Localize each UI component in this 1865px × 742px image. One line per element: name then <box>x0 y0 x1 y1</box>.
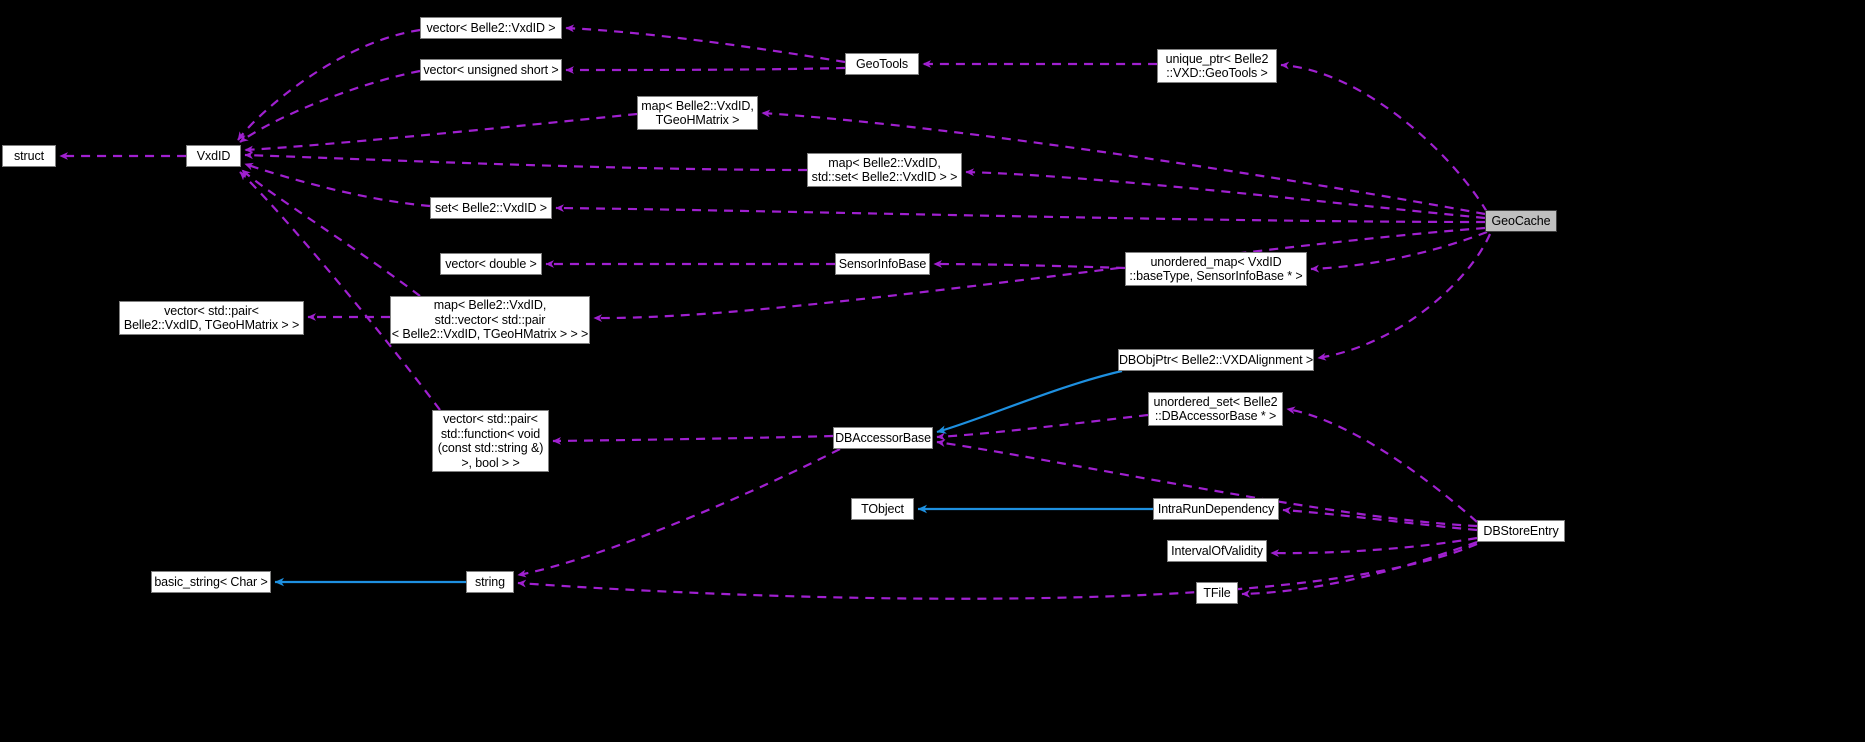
edge-geocache-to-set_vxdid <box>555 204 1486 224</box>
node-vec_pair_vxdid[interactable]: vector< std::pair< Belle2::VxdID, TGeoHM… <box>119 301 304 335</box>
edge-dbaccessorbase-to-string <box>517 448 841 578</box>
edge-map_vxdid_tgeo-to-vxdid <box>244 112 638 154</box>
node-label: map< Belle2::VxdID, TGeoHMatrix > <box>641 98 754 128</box>
edge-dbobjptr-to-dbaccessorbase <box>936 369 1123 434</box>
node-label: vector< Belle2::VxdID > <box>426 20 556 35</box>
node-label: vector< std::pair< std::function< void (… <box>437 412 544 470</box>
edge-geocache-to-map_vxdid_vecpair <box>593 226 1486 322</box>
node-vec_ushort[interactable]: vector< unsigned short > <box>420 59 562 81</box>
edge-dbaccessorbase-to-vec_pair_func <box>552 434 834 445</box>
node-string[interactable]: string <box>466 571 514 593</box>
node-label: unordered_map< VxdID ::baseType, SensorI… <box>1129 254 1303 284</box>
node-vec_double[interactable]: vector< double > <box>440 253 542 275</box>
node-label: DBAccessorBase <box>835 430 931 445</box>
node-intervalofval[interactable]: IntervalOfValidity <box>1167 540 1267 562</box>
node-label: vector< double > <box>445 256 537 271</box>
node-dbaccessorbase[interactable]: DBAccessorBase <box>833 427 933 449</box>
edge-geocache-to-unique_ptr_gt <box>1280 61 1488 213</box>
edge-set_vxdid-to-vxdid <box>244 162 431 208</box>
node-map_vxdid_vecpair[interactable]: map< Belle2::VxdID, std::vector< std::pa… <box>390 296 590 344</box>
node-label: SensorInfoBase <box>838 256 927 271</box>
node-struct[interactable]: struct <box>2 145 56 167</box>
edge-unordered_map_si-to-sensorinfobase <box>933 260 1126 270</box>
edge-dbstoreentry-to-tfile <box>1241 540 1478 598</box>
node-geocache[interactable]: GeoCache <box>1485 210 1557 232</box>
node-geotools[interactable]: GeoTools <box>845 53 919 75</box>
edge-vec_vxdid-to-vxdid <box>237 28 421 141</box>
node-tfile[interactable]: TFile <box>1196 582 1238 604</box>
edge-geocache-to-map_vxdid_set <box>965 168 1486 220</box>
node-map_vxdid_tgeo[interactable]: map< Belle2::VxdID, TGeoHMatrix > <box>637 96 758 130</box>
node-label: map< Belle2::VxdID, std::set< Belle2::Vx… <box>811 155 958 185</box>
node-dbobjptr[interactable]: DBObjPtr< Belle2::VXDAlignment > <box>1118 349 1314 371</box>
node-label: DBObjPtr< Belle2::VXDAlignment > <box>1118 352 1314 367</box>
edge-dbstoreentry-to-intervalofval <box>1270 536 1478 558</box>
node-unique_ptr_gt[interactable]: unique_ptr< Belle2 ::VXD::GeoTools > <box>1157 49 1277 83</box>
node-label: basic_string< Char > <box>154 574 268 589</box>
edge-dbstoreentry-to-unordered_set_db <box>1286 406 1478 523</box>
edge-geotools-to-vec_ushort <box>565 66 846 74</box>
node-sensorinfobase[interactable]: SensorInfoBase <box>835 253 930 275</box>
node-basic_string[interactable]: basic_string< Char > <box>151 571 271 593</box>
node-unordered_set_db[interactable]: unordered_set< Belle2 ::DBAccessorBase *… <box>1148 392 1283 426</box>
edge-dbstoreentry-to-string <box>517 542 1478 600</box>
node-label: TObject <box>861 501 904 516</box>
node-unordered_map_si[interactable]: unordered_map< VxdID ::baseType, SensorI… <box>1125 252 1307 286</box>
node-vxdid[interactable]: VxdID <box>186 145 241 167</box>
node-label: VxdID <box>196 148 231 163</box>
node-label: map< Belle2::VxdID, std::vector< std::pa… <box>391 298 589 342</box>
node-label: GeoCache <box>1491 213 1551 228</box>
node-label: vector< std::pair< Belle2::VxdID, TGeoHM… <box>123 303 300 333</box>
node-label: unordered_set< Belle2 ::DBAccessorBase *… <box>1153 394 1278 424</box>
edge-geocache-to-unordered_map_si <box>1310 230 1488 273</box>
node-map_vxdid_set[interactable]: map< Belle2::VxdID, std::set< Belle2::Vx… <box>807 153 962 187</box>
node-label: DBStoreEntry <box>1483 523 1559 538</box>
edge-dbstoreentry-to-intrarundep <box>1282 506 1478 532</box>
node-label: GeoTools <box>855 56 908 71</box>
edge-geotools-to-vec_vxdid <box>565 24 846 64</box>
node-intrarundep[interactable]: IntraRunDependency <box>1153 498 1279 520</box>
node-label: unique_ptr< Belle2 ::VXD::GeoTools > <box>1165 51 1269 81</box>
node-label: IntervalOfValidity <box>1171 543 1263 558</box>
edge-geocache-to-dbobjptr <box>1317 233 1492 361</box>
node-vec_vxdid[interactable]: vector< Belle2::VxdID > <box>420 17 562 39</box>
edge-map_vxdid_vecpair-to-vxdid <box>241 169 421 297</box>
node-label: IntraRunDependency <box>1157 501 1275 516</box>
edge-map_vxdid_set-to-vxdid <box>244 151 808 172</box>
node-dbstoreentry[interactable]: DBStoreEntry <box>1477 520 1565 542</box>
node-set_vxdid[interactable]: set< Belle2::VxdID > <box>430 197 552 219</box>
node-label: struct <box>14 148 44 163</box>
edge-vec_ushort-to-vxdid <box>239 69 421 143</box>
node-label: vector< unsigned short > <box>423 62 559 77</box>
node-label: string <box>475 574 505 589</box>
node-tobject[interactable]: TObject <box>851 498 914 520</box>
node-vec_pair_func[interactable]: vector< std::pair< std::function< void (… <box>432 410 549 472</box>
edge-unordered_set_db-to-dbaccessorbase <box>936 413 1149 441</box>
node-label: TFile <box>1203 585 1231 600</box>
node-label: set< Belle2::VxdID > <box>435 200 547 215</box>
edge-vec_pair_func-to-vxdid <box>239 171 441 411</box>
